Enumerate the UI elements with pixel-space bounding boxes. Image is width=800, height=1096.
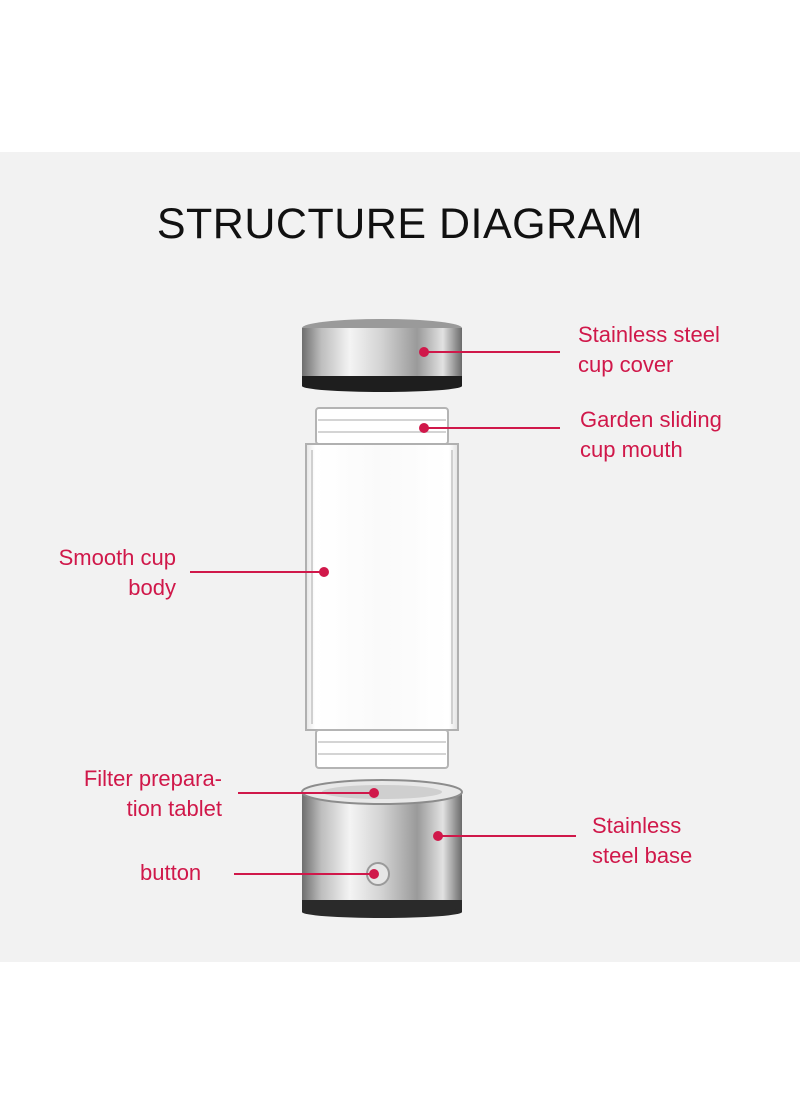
label-cup-mouth: Garden sliding cup mouth	[580, 405, 722, 465]
label-filter-tablet-line2: tion tablet	[20, 794, 222, 824]
label-cup-body: Smooth cup body	[20, 543, 176, 603]
label-cup-body-line1: Smooth cup	[20, 543, 176, 573]
label-cup-cover-line2: cup cover	[578, 350, 720, 380]
steel-base	[302, 780, 462, 918]
label-cup-body-line2: body	[20, 573, 176, 603]
label-steel-base-line1: Stainless	[592, 811, 692, 841]
label-filter-tablet-line1: Filter prepara-	[20, 764, 222, 794]
label-button: button	[140, 858, 201, 888]
glass-cup-body	[306, 408, 458, 768]
label-cup-mouth-line1: Garden sliding	[580, 405, 722, 435]
cup-cover	[302, 319, 462, 392]
label-steel-base-line2: steel base	[592, 841, 692, 871]
label-steel-base: Stainless steel base	[592, 811, 692, 871]
label-cup-cover-line1: Stainless steel	[578, 320, 720, 350]
label-cup-mouth-line2: cup mouth	[580, 435, 722, 465]
label-filter-tablet: Filter prepara- tion tablet	[20, 764, 222, 824]
label-cup-cover: Stainless steel cup cover	[578, 320, 720, 380]
